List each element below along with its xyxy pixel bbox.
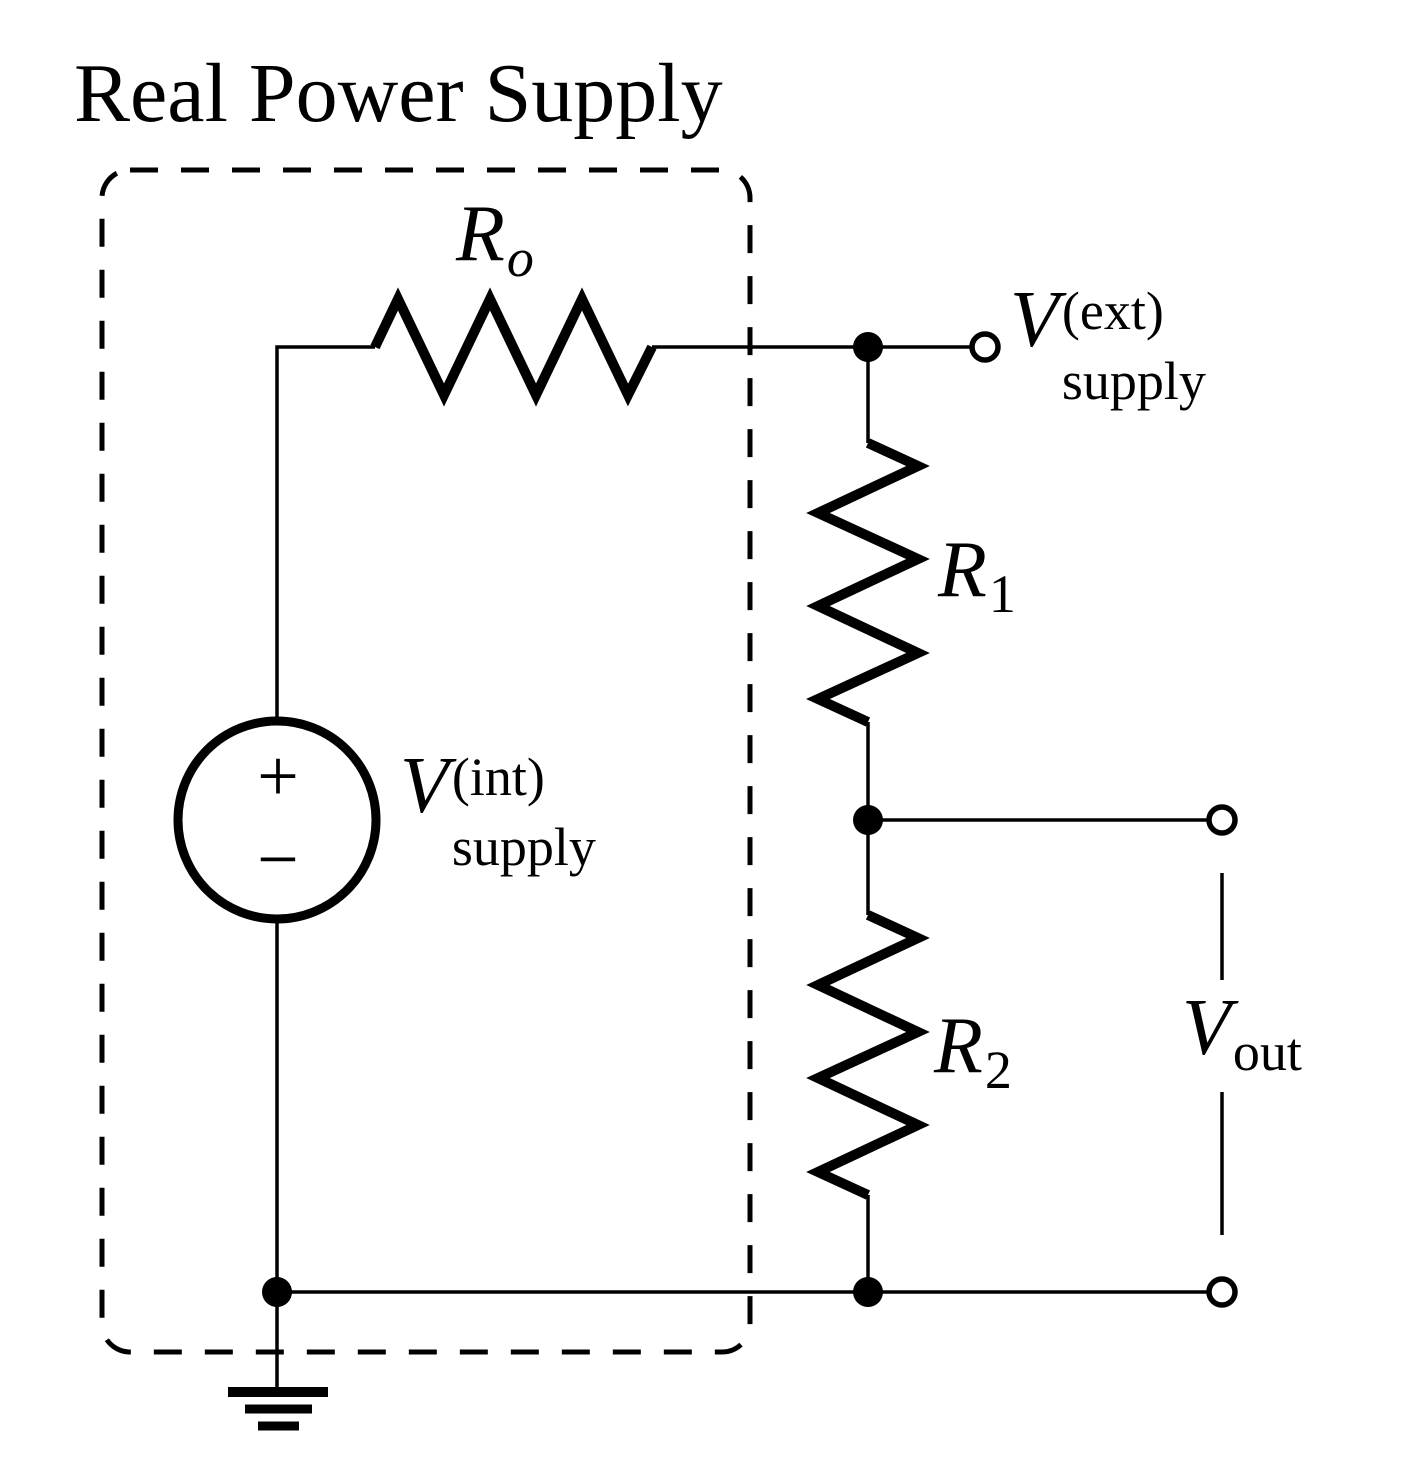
label-r1: R1 bbox=[938, 530, 1016, 621]
minus-sign: − bbox=[257, 819, 299, 901]
label-ro: Ro bbox=[456, 194, 534, 285]
junction-dot-top-node bbox=[853, 332, 883, 362]
resistor-r1-symbol bbox=[806, 438, 930, 727]
figure-title: Real Power Supply bbox=[74, 47, 723, 140]
label-r2-sub: 2 bbox=[984, 1040, 1012, 1100]
label-r1-sub: 1 bbox=[988, 564, 1016, 624]
terminal-vout-bottom bbox=[1206, 1276, 1238, 1308]
wires bbox=[275, 345, 1224, 1294]
label-ro-sub: o bbox=[506, 228, 534, 288]
label-ro-base: R bbox=[456, 190, 505, 278]
label-vout-sub: out bbox=[1232, 1022, 1302, 1082]
resistor-r2-symbol bbox=[806, 910, 930, 1200]
junction-dot-bottom-left bbox=[262, 1277, 292, 1307]
label-supply-int-sup: (int) bbox=[451, 747, 545, 807]
label-supply-int: V(int)supply bbox=[400, 746, 596, 874]
label-vout: Vout bbox=[1182, 988, 1302, 1079]
label-supply-ext: V(ext)supply bbox=[1010, 280, 1206, 408]
label-supply-int-base: V bbox=[400, 742, 449, 830]
label-vout-base: V bbox=[1182, 984, 1231, 1072]
dashed-boundary-box bbox=[99, 167, 753, 1355]
ground-symbol bbox=[228, 1292, 328, 1431]
terminal-ext-supply bbox=[969, 331, 1001, 363]
label-r2-base: R bbox=[934, 1002, 983, 1090]
terminal-vout-top bbox=[1206, 804, 1238, 836]
label-supply-int-sub: supply bbox=[451, 817, 596, 877]
plus-sign: + bbox=[257, 736, 299, 818]
resistor-ro-symbol bbox=[370, 287, 657, 407]
label-supply-ext-base: V bbox=[1010, 276, 1059, 364]
voltage-source-symbol bbox=[173, 716, 381, 924]
junction-dot-bottom-mid bbox=[853, 1277, 883, 1307]
wire-source-to-ro bbox=[275, 345, 375, 721]
label-r2: R2 bbox=[934, 1006, 1012, 1097]
junction-dot-mid-node bbox=[853, 805, 883, 835]
label-supply-ext-sup: (ext) bbox=[1061, 281, 1164, 341]
label-r1-base: R bbox=[938, 526, 987, 614]
label-supply-ext-sub: supply bbox=[1061, 351, 1206, 411]
